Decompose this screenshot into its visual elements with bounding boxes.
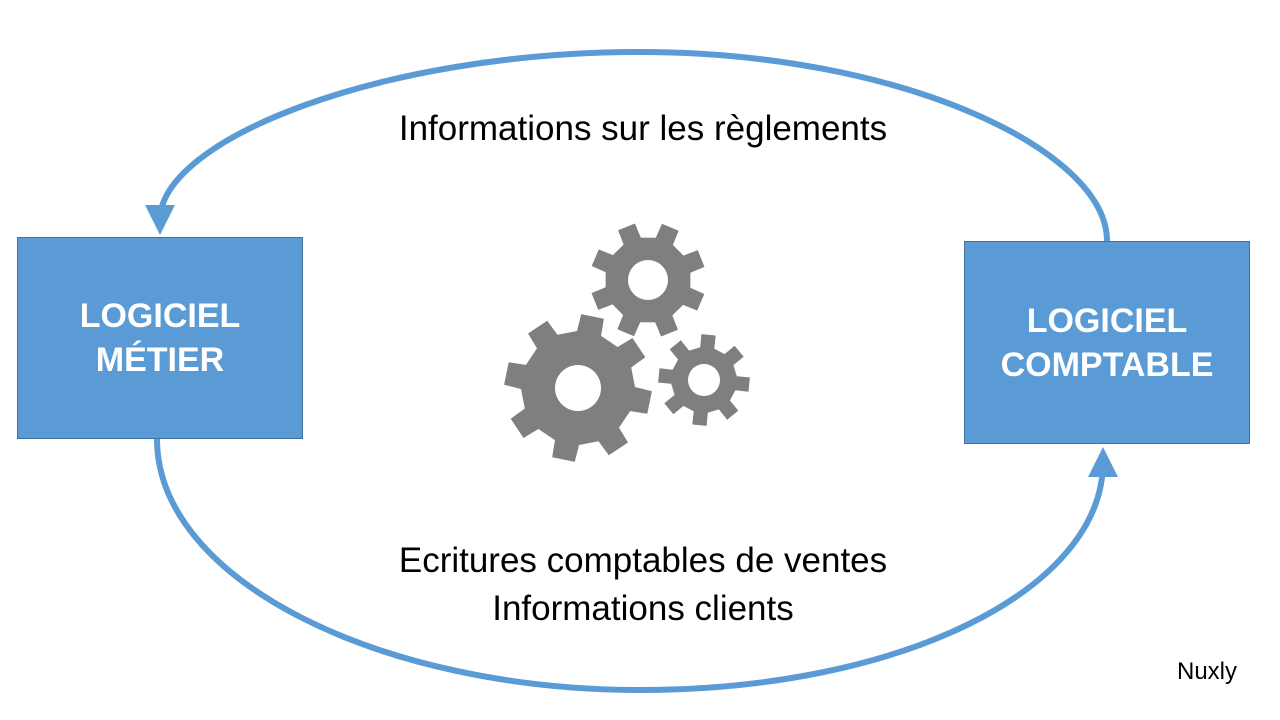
logiciel-comptable-line2: COMPTABLE: [1000, 345, 1214, 384]
logiciel-metier-line2: MÉTIER: [95, 341, 225, 379]
bottom-flow-arrow: [154, 438, 1118, 694]
logiciel-metier-line1: LOGICIEL: [79, 297, 241, 335]
logiciel-comptable-line1: LOGICIEL: [1026, 301, 1188, 340]
gears-icon: [504, 223, 750, 462]
logiciel-comptable-box: LOGICIEL COMPTABLE: [964, 241, 1250, 444]
watermark: Nuxly: [1176, 658, 1237, 685]
gear-large-icon: [504, 314, 652, 462]
bottom-flow-label: Ecritures comptables de ventes Informati…: [300, 537, 986, 633]
top-flow-label: Informations sur les règlements: [398, 109, 888, 148]
top-flow-arrow: [145, 48, 1110, 242]
bottom-flow-label-line2: Informations clients: [492, 589, 794, 628]
gear-small-icon: [658, 334, 750, 426]
gear-top-icon: [591, 223, 705, 337]
bottom-flow-label-line1: Ecritures comptables de ventes: [398, 541, 888, 580]
logiciel-metier-box: LOGICIEL MÉTIER: [17, 237, 303, 439]
